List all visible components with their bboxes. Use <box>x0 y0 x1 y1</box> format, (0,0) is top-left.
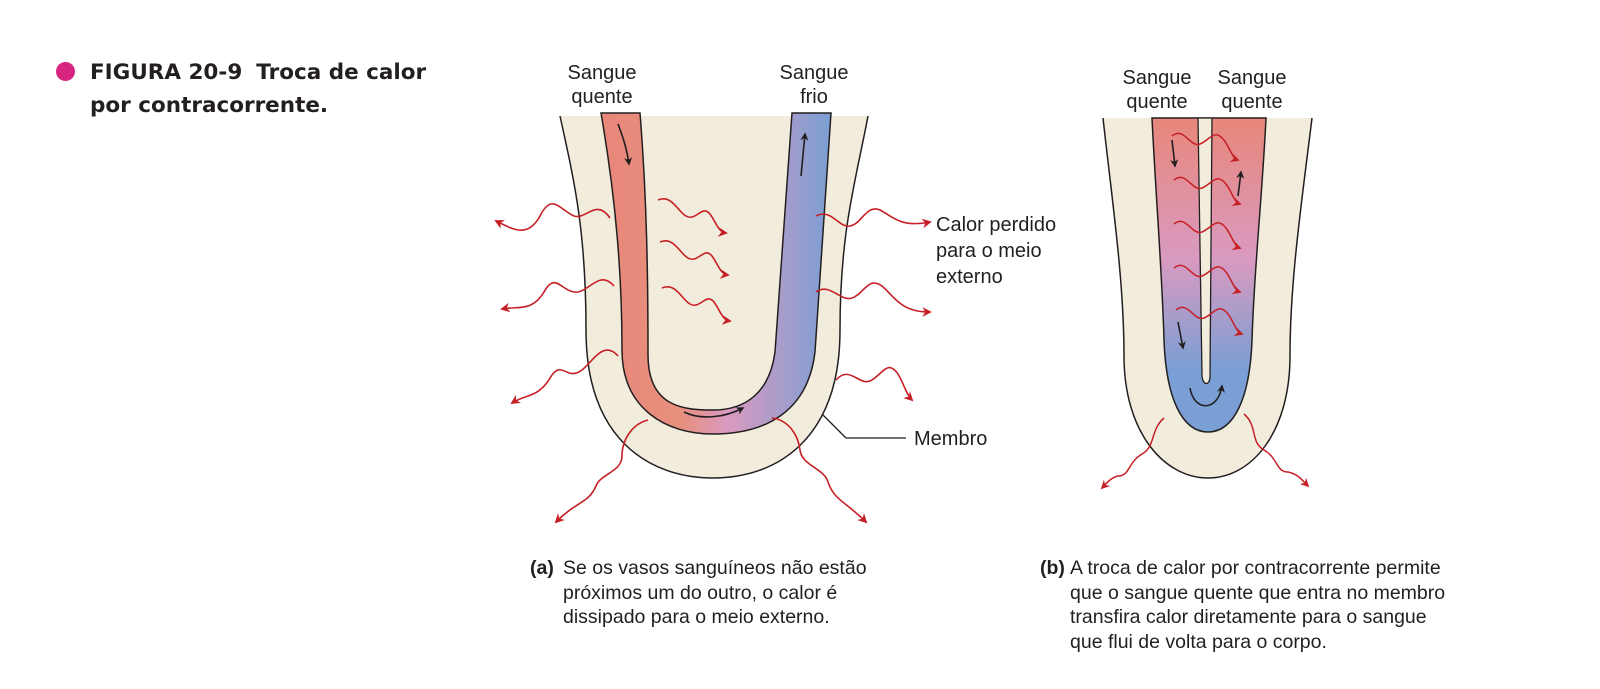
label-warm-blood-b-right: Sangue <box>1218 67 1287 89</box>
heat-wave-icon <box>1100 417 1165 490</box>
heat-wave-icon <box>500 279 615 313</box>
label-warm-blood-b-left: quente <box>1126 91 1187 113</box>
heat-wave-icon <box>771 417 868 524</box>
label-cold-blood-a: Sangue <box>780 62 849 84</box>
label-heat-lost: para o meio <box>936 240 1042 262</box>
flow-arrow-up-icon <box>1236 170 1245 197</box>
heat-wave-icon <box>815 282 932 317</box>
caption-a-tag: (a) <box>530 557 554 579</box>
heat-wave-icon <box>661 286 732 325</box>
flow-arrow-up-icon <box>800 132 809 177</box>
caption-a: (a) Se os vasos sanguíneos não estão pró… <box>530 556 950 630</box>
figure-title: FIGURA 20-9 Troca de calor por contracorr… <box>90 56 476 122</box>
label-warm-blood-b-right: quente <box>1221 91 1282 113</box>
heat-wave-icon <box>657 198 728 237</box>
heat-wave-icon <box>1173 264 1242 294</box>
label-warm-blood-a: Sangue <box>568 62 637 84</box>
caption-b-tag: (b) <box>1040 557 1065 579</box>
heat-wave-icon <box>1175 306 1244 336</box>
caption-a-line: dissipado para o meio externo. <box>563 606 830 628</box>
flow-arrow-down-icon <box>1177 321 1186 350</box>
heat-wave-icon <box>659 240 730 279</box>
label-heat-lost: Calor perdido <box>936 214 1056 236</box>
caption-b-line: A troca de calor por contracorrente perm… <box>1070 557 1441 579</box>
panel-a: Sangue quente Sangue frio Calor perdido … <box>494 62 1056 524</box>
heat-wave-icon <box>510 349 619 405</box>
heat-wave-icon <box>1243 413 1310 488</box>
heat-wave-icon <box>554 419 649 524</box>
caption-b-line: que flui de volta para o corpo. <box>1070 630 1327 653</box>
figure-number: FIGURA 20-9 <box>90 60 243 85</box>
flow-arrow-down-icon <box>1170 139 1179 168</box>
label-warm-blood-a: quente <box>571 86 632 108</box>
figure-header: FIGURA 20-9 Troca de calor por contracorr… <box>56 56 476 122</box>
flow-arrow-turn-icon <box>683 407 745 418</box>
label-cold-blood-a: frio <box>800 86 828 108</box>
blood-vessel-a <box>600 112 832 435</box>
caption-b: (b) A troca de calor por contracorrente … <box>1040 556 1560 654</box>
heat-wave-icon <box>1171 132 1240 162</box>
label-limb: Membro <box>914 428 987 450</box>
heat-wave-icon <box>815 208 932 229</box>
heat-wave-icon <box>835 366 914 402</box>
flow-arrow-down-icon <box>617 123 633 166</box>
figure-title-line2: por contracorrente. <box>90 93 329 118</box>
caption-a-line: Se os vasos sanguíneos não estão <box>563 557 867 579</box>
heat-waves-b <box>1100 132 1310 490</box>
heat-wave-icon <box>1173 220 1242 250</box>
heat-wave-icon <box>494 203 611 231</box>
figure-title-line1: Troca de calor <box>256 60 427 85</box>
limb-leader-line <box>821 413 847 439</box>
flow-arrow-turn-icon <box>1189 384 1225 407</box>
figure-bullet-icon <box>56 62 75 81</box>
caption-b-line: que o sangue quente que entra no membro <box>1070 581 1446 604</box>
caption-a-line: próximos um do outro, o calor é <box>563 581 838 604</box>
label-heat-lost: externo <box>936 266 1003 288</box>
heat-wave-icon <box>1173 176 1242 206</box>
caption-b-line: transfira calor diretamente para o sangu… <box>1070 606 1427 628</box>
label-warm-blood-b-left: Sangue <box>1123 67 1192 89</box>
heat-waves-a <box>494 198 932 524</box>
panel-b: Sangue quente Sangue quente <box>1100 67 1313 490</box>
